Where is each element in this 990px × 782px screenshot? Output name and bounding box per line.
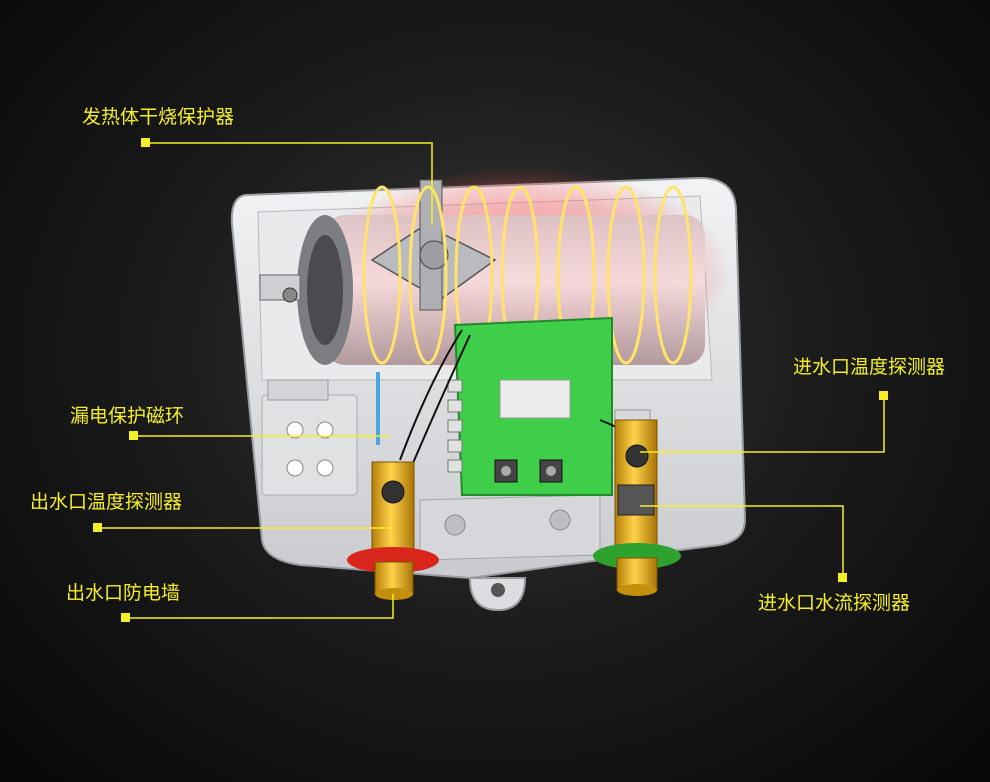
label-outlet-anti-shock-wall: 出水口防电墙	[66, 582, 181, 604]
callout-lines	[98, 142, 885, 619]
label-heater-dry-burn-protector: 发热体干烧保护器	[82, 106, 235, 128]
callout-markers	[93, 138, 888, 622]
callout-line-inlet-temp	[640, 396, 885, 453]
label-inlet-temp-probe: 进水口温度探测器	[793, 356, 946, 378]
inlet-pipe	[593, 419, 681, 596]
callout-line-inlet-flow	[640, 505, 844, 578]
callout-line-heater	[146, 142, 433, 225]
callout-marker-leakage	[129, 431, 138, 440]
callout-marker-outlet-temp	[93, 523, 102, 532]
callout-marker-anti-shock	[121, 613, 130, 622]
callout-marker-inlet-temp	[879, 391, 888, 400]
callout-marker-inlet-flow	[838, 573, 847, 582]
outlet-pipe	[347, 461, 439, 600]
callout-marker-heater	[141, 138, 150, 147]
callout-line-anti-shock	[126, 594, 394, 619]
label-outlet-temp-probe: 出水口温度探测器	[30, 491, 183, 513]
label-leakage-protection-ring: 漏电保护磁环	[70, 405, 185, 427]
control-board	[399, 316, 651, 496]
label-inlet-flow-probe: 进水口水流探测器	[758, 592, 911, 614]
